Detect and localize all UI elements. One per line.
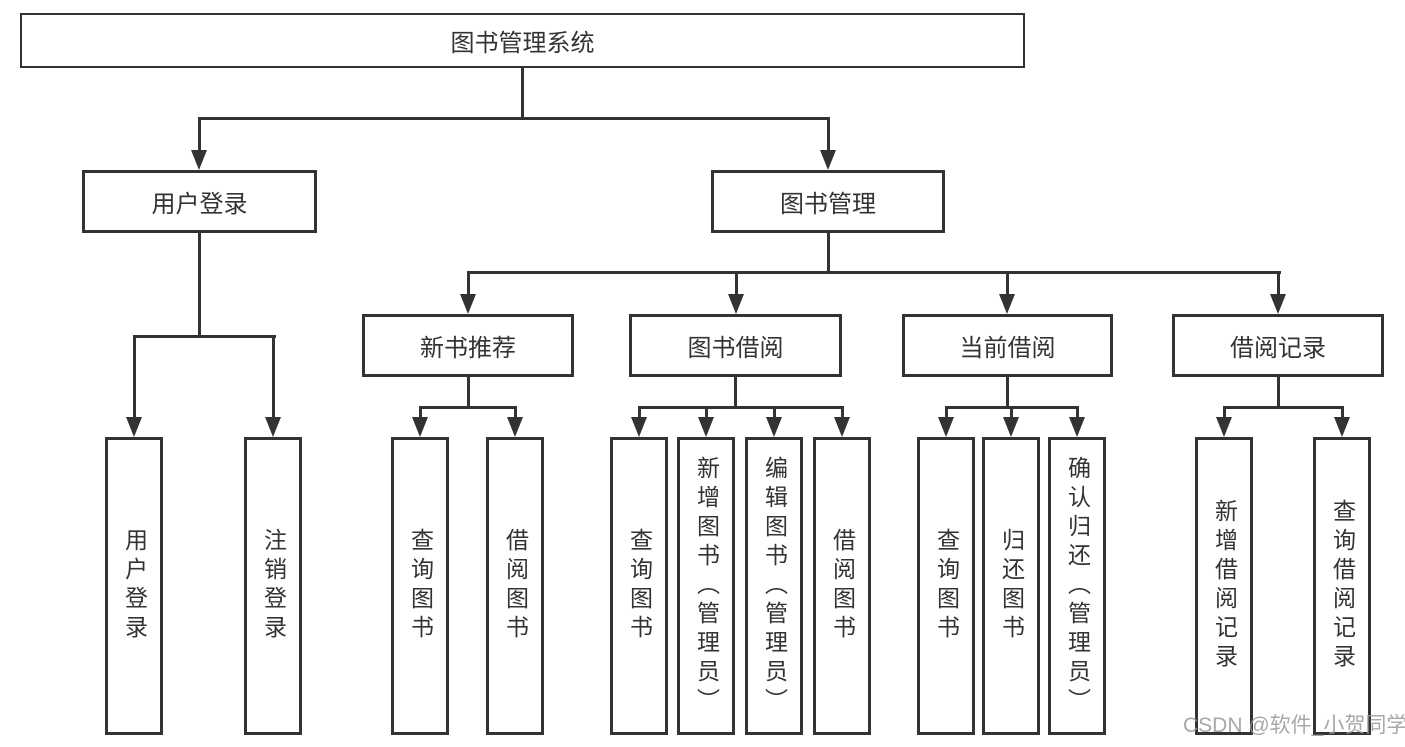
node-new-book-recommendation: 新书推荐 bbox=[362, 314, 574, 377]
arrowhead-down-icon bbox=[265, 417, 281, 437]
connector-group3-stem bbox=[1276, 377, 1280, 409]
node-user-login: 用户登录 bbox=[82, 170, 317, 233]
leaf-label: 查询图书 bbox=[407, 528, 434, 644]
arrowhead-down-icon bbox=[1216, 417, 1232, 437]
leaf-label: 新增借阅记录 bbox=[1211, 499, 1238, 673]
node-root-library-system: 图书管理系统 bbox=[20, 13, 1025, 68]
leaf-label: 用户登录 bbox=[121, 528, 148, 644]
arrowhead-down-icon bbox=[1003, 417, 1019, 437]
connector-group3-leaf1 bbox=[1340, 406, 1344, 420]
connector-group1-leaf3 bbox=[840, 406, 844, 420]
leaf-query-borrow-record: 查询借阅记录 bbox=[1313, 437, 1371, 735]
arrowhead-down-icon bbox=[1334, 417, 1350, 437]
leaf-edit-books-admin: 编辑图书（管理员） bbox=[745, 437, 803, 735]
leaf-confirm-return-admin: 确认归还（管理员） bbox=[1048, 437, 1106, 735]
connector-group1-leaf2 bbox=[772, 406, 776, 420]
connector-group3-crossbar bbox=[1222, 406, 1344, 409]
connector-book-mgmt-crossbar bbox=[466, 271, 1281, 274]
connector-group2-leaf2 bbox=[1075, 406, 1079, 420]
connector-group2-leaf1 bbox=[1009, 406, 1013, 420]
connector-to-book-borrow bbox=[734, 271, 738, 296]
leaf-label: 借阅图书 bbox=[829, 528, 856, 644]
leaf-label: 查询借阅记录 bbox=[1329, 499, 1356, 673]
connector-to-book-management bbox=[826, 117, 830, 153]
leaf-logout: 注销登录 bbox=[244, 437, 302, 735]
arrowhead-down-icon bbox=[728, 294, 744, 314]
arrowhead-down-icon bbox=[766, 417, 782, 437]
arrowhead-down-icon bbox=[1270, 294, 1286, 314]
leaf-query-books-rec: 查询图书 bbox=[391, 437, 449, 735]
leaf-user-login: 用户登录 bbox=[105, 437, 163, 735]
connector-book-mgmt-stem bbox=[826, 233, 830, 274]
arrowhead-down-icon bbox=[820, 150, 836, 170]
arrowhead-down-icon bbox=[834, 417, 850, 437]
connector-to-borrow-records bbox=[1276, 271, 1280, 296]
leaf-add-books-admin: 新增图书（管理员） bbox=[677, 437, 735, 735]
connector-group0-crossbar bbox=[418, 406, 517, 409]
arrowhead-down-icon bbox=[1069, 417, 1085, 437]
connector-group1-stem bbox=[734, 377, 737, 409]
leaf-borrow-books-rec: 借阅图书 bbox=[486, 437, 544, 735]
arrowhead-down-icon bbox=[126, 417, 142, 437]
connector-group3-leaf0 bbox=[1222, 406, 1226, 420]
node-current-borrowing: 当前借阅 bbox=[902, 314, 1113, 377]
connector-user-login-stem bbox=[197, 233, 201, 337]
connector-group0-leaf0 bbox=[418, 406, 422, 420]
arrowhead-down-icon bbox=[698, 417, 714, 437]
leaf-label: 注销登录 bbox=[260, 528, 287, 644]
connector-group2-stem bbox=[1006, 377, 1009, 409]
connector-root-stem bbox=[520, 68, 524, 119]
connector-to-logout-leaf bbox=[271, 335, 275, 419]
csdn-watermark: CSDN @软件_小贺同学 bbox=[1183, 714, 1405, 737]
node-book-borrowing: 图书借阅 bbox=[629, 314, 842, 377]
arrowhead-down-icon bbox=[412, 417, 428, 437]
connector-group1-crossbar bbox=[637, 406, 844, 409]
arrowhead-down-icon bbox=[507, 417, 523, 437]
node-book-management: 图书管理 bbox=[711, 170, 945, 233]
leaf-label: 查询图书 bbox=[933, 528, 960, 644]
connector-group0-leaf1 bbox=[513, 406, 517, 420]
arrowhead-down-icon bbox=[631, 417, 647, 437]
leaf-query-books-current: 查询图书 bbox=[917, 437, 975, 735]
connector-group2-leaf0 bbox=[944, 406, 948, 420]
leaf-add-borrow-record: 新增借阅记录 bbox=[1195, 437, 1253, 735]
connector-group1-leaf0 bbox=[637, 406, 641, 420]
arrowhead-down-icon bbox=[999, 294, 1015, 314]
leaf-return-books: 归还图书 bbox=[982, 437, 1040, 735]
connector-to-user-login bbox=[197, 117, 201, 153]
arrowhead-down-icon bbox=[191, 150, 207, 170]
connector-to-new-book-rec bbox=[466, 271, 470, 296]
leaf-label: 归还图书 bbox=[998, 528, 1025, 644]
leaf-borrow-books: 借阅图书 bbox=[813, 437, 871, 735]
connector-user-login-crossbar bbox=[132, 335, 276, 338]
leaf-label: 查询图书 bbox=[626, 528, 653, 644]
leaf-label: 新增图书（管理员） bbox=[693, 455, 720, 717]
arrowhead-down-icon bbox=[460, 294, 476, 314]
connector-group0-stem bbox=[466, 377, 470, 409]
leaf-query-books-borrow: 查询图书 bbox=[610, 437, 668, 735]
arrowhead-down-icon bbox=[938, 417, 954, 437]
leaf-label: 借阅图书 bbox=[502, 528, 529, 644]
connector-group1-leaf1 bbox=[704, 406, 708, 420]
leaf-label: 编辑图书（管理员） bbox=[761, 455, 788, 717]
connector-root-crossbar bbox=[197, 117, 830, 120]
connector-to-current-borrow bbox=[1005, 271, 1009, 296]
node-borrowing-records: 借阅记录 bbox=[1172, 314, 1384, 377]
connector-to-login-leaf bbox=[132, 335, 136, 419]
leaf-label: 确认归还（管理员） bbox=[1064, 455, 1091, 717]
